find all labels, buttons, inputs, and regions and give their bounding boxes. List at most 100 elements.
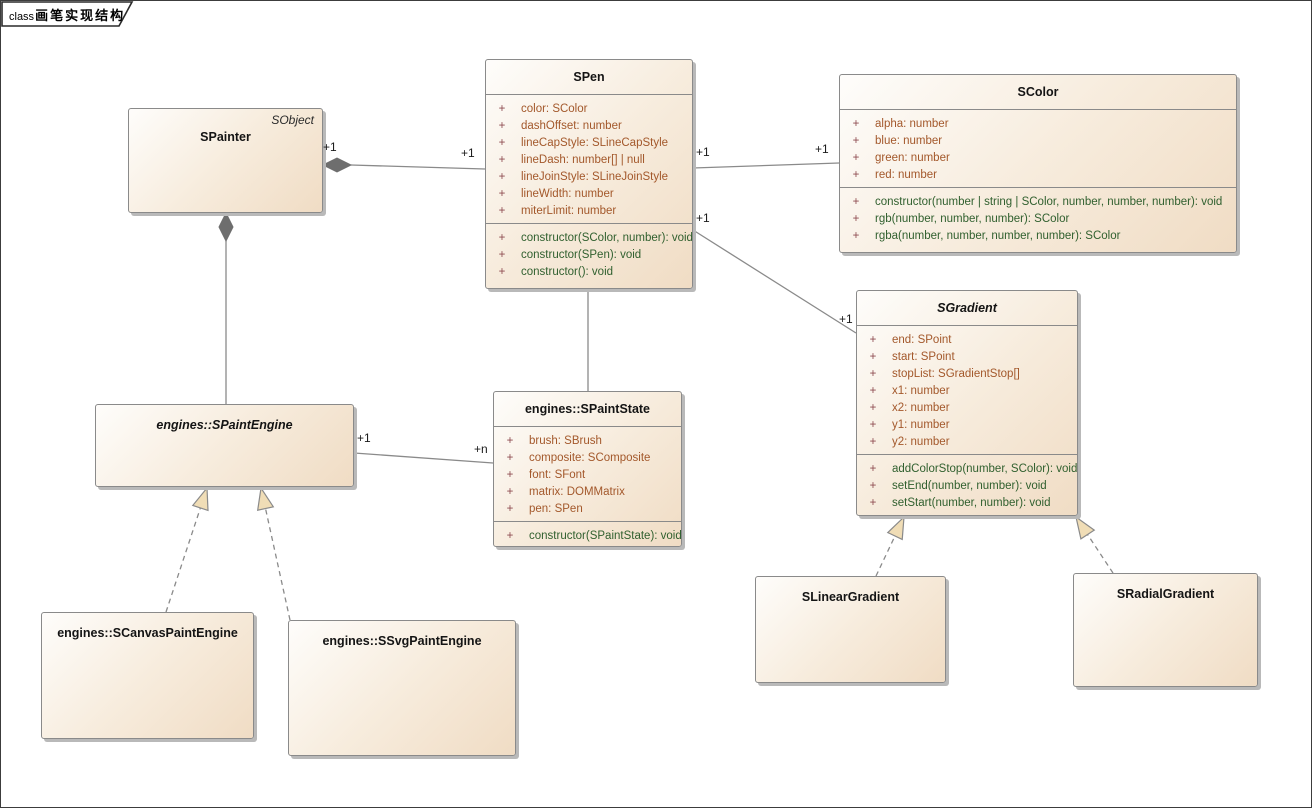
attributes-compartment: +alpha: number+blue: number+green: numbe…	[840, 109, 1236, 187]
attribute-row: +end: SPoint	[857, 331, 1077, 348]
visibility-marker: +	[498, 153, 506, 166]
method-text: constructor(): void	[521, 265, 614, 278]
attribute-row: +pen: SPen	[494, 500, 681, 517]
class-title-compartment: engines::SCanvasPaintEngine	[42, 613, 253, 640]
method-text: constructor(SPen): void	[521, 248, 642, 261]
visibility-marker: +	[506, 468, 514, 481]
inheritance-triangle	[191, 486, 209, 512]
attribute-row: +lineCapStyle: SLineCapStyle	[486, 134, 692, 151]
multiplicity-label: +n	[474, 442, 488, 456]
class-slinear[interactable]: SLinearGradient	[755, 576, 946, 683]
visibility-marker: +	[852, 117, 860, 130]
attribute-text: y2: number	[892, 435, 950, 448]
class-title-compartment: SColor	[840, 75, 1236, 109]
class-stereotype: SObject	[271, 113, 314, 127]
attribute-row: +red: number	[840, 166, 1236, 183]
class-sgradient[interactable]: SGradient+end: SPoint+start: SPoint+stop…	[856, 290, 1078, 516]
methods-compartment: + constructor(number | string | SColor, n…	[840, 187, 1236, 252]
visibility-marker: +	[869, 435, 877, 448]
method-text: setEnd(number, number): void	[892, 479, 1047, 492]
class-name: SColor	[1017, 85, 1059, 99]
methods-compartment: +constructor(SColor, number): void+const…	[486, 223, 692, 288]
attribute-row: +stopList: SGradientStop[]	[857, 365, 1077, 382]
edge-spen-sgradient[interactable]	[692, 229, 857, 334]
visibility-marker: +	[852, 212, 860, 225]
edge-sradial-sgradient[interactable]	[1087, 534, 1114, 574]
class-scanvas[interactable]: engines::SCanvasPaintEngine	[41, 612, 254, 739]
attribute-row: +matrix: DOMMatrix	[494, 483, 681, 500]
attribute-row: +color: SColor	[486, 100, 692, 117]
multiplicity-label: +1	[461, 146, 475, 160]
visibility-marker: +	[869, 384, 877, 397]
class-sradial[interactable]: SRadialGradient	[1073, 573, 1258, 687]
attribute-text: blue: number	[875, 134, 943, 147]
visibility-marker: +	[852, 229, 860, 242]
attribute-row: + x1: number	[857, 382, 1077, 399]
edge-slinear-sgradient[interactable]	[875, 535, 896, 577]
attribute-row: +x2: number	[857, 399, 1077, 416]
visibility-marker: +	[852, 195, 860, 208]
visibility-marker: +	[498, 231, 506, 244]
multiplicity-label: +1	[696, 145, 710, 159]
class-spaintengine[interactable]: engines::SPaintEngine	[95, 404, 354, 487]
composition-diamond	[321, 157, 353, 173]
attribute-text: stopList: SGradientStop[]	[892, 367, 1020, 380]
attribute-text: y1: number	[892, 418, 950, 431]
attribute-text: green: number	[875, 151, 950, 164]
edge-spaintengine-spaintstate[interactable]	[353, 452, 494, 464]
method-row: + constructor(number | string | SColor, n…	[840, 193, 1236, 210]
method-text: constructor(SPaintState): void	[529, 529, 681, 542]
inheritance-triangle	[1075, 515, 1096, 540]
visibility-marker: +	[498, 265, 506, 278]
visibility-marker: +	[869, 496, 877, 509]
attribute-text: x1: number	[892, 384, 950, 397]
class-spaintstate[interactable]: engines::SPaintState+brush: SBrush+compo…	[493, 391, 682, 547]
attribute-text: lineDash: number[] | null	[521, 153, 645, 166]
edge-spen-scolor[interactable]	[692, 162, 840, 169]
class-name: SGradient	[937, 301, 997, 315]
edge-spainter-spen[interactable]	[350, 164, 486, 170]
diagram-tab-text: class画笔实现结构	[9, 5, 125, 25]
multiplicity-label: +1	[839, 312, 853, 326]
attribute-text: alpha: number	[875, 117, 949, 130]
visibility-marker: +	[506, 434, 514, 447]
method-text: constructor(SColor, number): void	[521, 231, 692, 244]
class-spen[interactable]: SPen+color: SColor+dashOffset: number+li…	[485, 59, 693, 289]
method-text: addColorStop(number, SColor): void	[892, 462, 1077, 475]
edge-scanvas-spaintengine[interactable]	[165, 507, 202, 613]
multiplicity-label: +1	[815, 142, 829, 156]
attribute-text: red: number	[875, 168, 938, 181]
attribute-row: + y2: number	[857, 433, 1077, 450]
attribute-text: end: SPoint	[892, 333, 952, 346]
edge-ssvg-spaintengine[interactable]	[264, 508, 291, 621]
class-ssvg[interactable]: engines::SSvgPaintEngine	[288, 620, 516, 756]
attribute-text: brush: SBrush	[529, 434, 602, 447]
visibility-marker: +	[506, 485, 514, 498]
attribute-row: +start: SPoint	[857, 348, 1077, 365]
attributes-compartment: +brush: SBrush+composite: SComposite+fon…	[494, 426, 681, 521]
class-title-compartment: SRadialGradient	[1074, 574, 1257, 601]
class-scolor[interactable]: SColor+alpha: number+blue: number+green:…	[839, 74, 1237, 253]
method-text: constructor(number | string | SColor, nu…	[875, 195, 1223, 208]
visibility-marker: +	[869, 401, 877, 414]
method-text: rgb(number, number, number): SColor	[875, 212, 1070, 225]
class-title-compartment: SGradient	[857, 291, 1077, 325]
visibility-marker: +	[498, 170, 506, 183]
visibility-marker: +	[869, 479, 877, 492]
attribute-text: start: SPoint	[892, 350, 955, 363]
method-row: +constructor(SPen): void	[486, 246, 692, 263]
class-title-compartment: SPen	[486, 60, 692, 94]
attribute-row: +green: number	[840, 149, 1236, 166]
class-name: engines::SPaintState	[524, 402, 651, 416]
diagram-frame-tab	[1, 1, 134, 27]
attribute-text: color: SColor	[521, 102, 588, 115]
attribute-row: + brush: SBrush	[494, 432, 681, 449]
multiplicity-label: +1	[696, 211, 710, 225]
attribute-text: font: SFont	[529, 468, 586, 481]
inheritance-triangle	[886, 515, 905, 541]
class-name: SLinearGradient	[801, 590, 900, 604]
attribute-text: lineWidth: number	[521, 187, 614, 200]
visibility-marker: +	[869, 418, 877, 431]
